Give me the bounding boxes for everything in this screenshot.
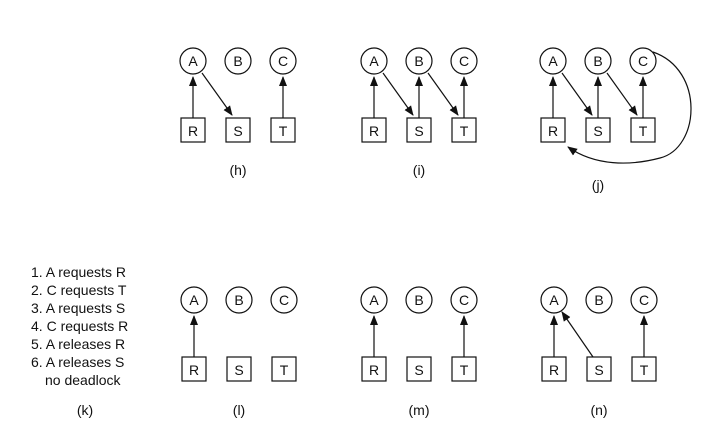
process-label-a: A <box>369 53 379 69</box>
resource-label-s: S <box>233 123 242 139</box>
resource-label-t: T <box>460 123 469 139</box>
process-label-a: A <box>188 53 198 69</box>
process-label-c: C <box>639 292 649 308</box>
process-label-c: C <box>638 53 648 69</box>
edge-a-to-s <box>382 72 414 116</box>
resource-label-t: T <box>460 362 469 378</box>
diagram-j: A B C R S T (j) <box>539 47 692 193</box>
process-label-a: A <box>189 292 199 308</box>
edge-b-to-t <box>606 72 638 116</box>
process-label-a: A <box>549 292 559 308</box>
process-label-c: C <box>279 292 289 308</box>
resource-label-r: R <box>189 362 199 378</box>
step-line: 6. A releases S <box>31 354 124 370</box>
process-node-c <box>450 286 478 314</box>
process-node-a <box>360 47 388 75</box>
caption-h: (h) <box>229 162 246 178</box>
resource-node-r <box>181 356 207 382</box>
step-line: no deadlock <box>45 372 122 388</box>
process-label-c: C <box>459 53 469 69</box>
resource-node-s <box>586 356 612 382</box>
process-label-b: B <box>593 53 602 69</box>
resource-node-s <box>406 356 432 382</box>
process-node-a <box>180 286 208 314</box>
diagram-i: A B C R S T (i) <box>360 47 478 178</box>
process-node-c <box>630 286 658 314</box>
process-node-c <box>270 286 298 314</box>
process-node-a <box>179 47 207 75</box>
process-label-a: A <box>548 53 558 69</box>
resource-node-s <box>585 117 611 143</box>
edge-c-to-r <box>567 51 692 164</box>
process-label-c: C <box>459 292 469 308</box>
process-label-b: B <box>414 292 423 308</box>
diagram-h: A B C R S T (h) <box>179 47 297 178</box>
edge-s-to-a <box>561 311 594 358</box>
resource-label-s: S <box>594 362 603 378</box>
process-node-b <box>224 47 252 75</box>
resource-node-t <box>271 356 297 382</box>
process-node-a <box>539 47 567 75</box>
process-node-c <box>269 47 297 75</box>
resource-node-t <box>630 117 656 143</box>
resource-label-r: R <box>548 123 558 139</box>
resource-label-r: R <box>549 362 559 378</box>
resource-node-r <box>540 117 566 143</box>
caption-n: (n) <box>590 402 607 418</box>
step-line: 5. A releases R <box>31 336 125 352</box>
diagram-l: A B C R S T (l) <box>180 286 298 418</box>
process-label-a: A <box>369 292 379 308</box>
process-label-b: B <box>594 292 603 308</box>
process-label-b: B <box>233 53 242 69</box>
resource-label-s: S <box>234 362 243 378</box>
resource-label-t: T <box>280 362 289 378</box>
caption-k: (k) <box>77 402 93 418</box>
caption-i: (i) <box>413 162 425 178</box>
process-label-c: C <box>278 53 288 69</box>
step-line: 1. A requests R <box>31 264 126 280</box>
step-line: 4. C requests R <box>31 318 128 334</box>
edge-a-to-s <box>561 72 593 116</box>
step-line: 3. A requests S <box>31 300 125 316</box>
process-node-c <box>450 47 478 75</box>
resource-node-t <box>451 117 477 143</box>
caption-l: (l) <box>233 402 245 418</box>
process-label-b: B <box>234 292 243 308</box>
process-label-b: B <box>414 53 423 69</box>
resource-label-s: S <box>414 123 423 139</box>
resource-node-r <box>361 117 387 143</box>
process-node-b <box>584 47 612 75</box>
process-node-a <box>360 286 388 314</box>
resource-label-s: S <box>593 123 602 139</box>
process-node-b <box>405 47 433 75</box>
resource-label-r: R <box>188 123 198 139</box>
edge-b-to-t <box>427 72 459 116</box>
process-node-c <box>629 47 657 75</box>
caption-m: (m) <box>409 402 430 418</box>
step-line: 2. C requests T <box>31 282 127 298</box>
edge-a-to-s <box>201 72 233 116</box>
resource-label-t: T <box>640 362 649 378</box>
resource-label-t: T <box>639 123 648 139</box>
caption-j: (j) <box>592 177 604 193</box>
steps-list: 1. A requests R 2. C requests T 3. A req… <box>31 264 128 418</box>
resource-label-s: S <box>414 362 423 378</box>
process-node-b <box>225 286 253 314</box>
diagram-m: A B C R S T (m) <box>360 286 478 418</box>
resource-label-t: T <box>279 123 288 139</box>
resource-label-r: R <box>369 123 379 139</box>
resource-label-r: R <box>369 362 379 378</box>
diagram-n: A B C R S T (n) <box>540 286 658 418</box>
resource-node-s <box>406 117 432 143</box>
resource-node-s <box>225 117 251 143</box>
resource-node-s <box>226 356 252 382</box>
process-node-b <box>585 286 613 314</box>
process-node-a <box>540 286 568 314</box>
process-node-b <box>405 286 433 314</box>
